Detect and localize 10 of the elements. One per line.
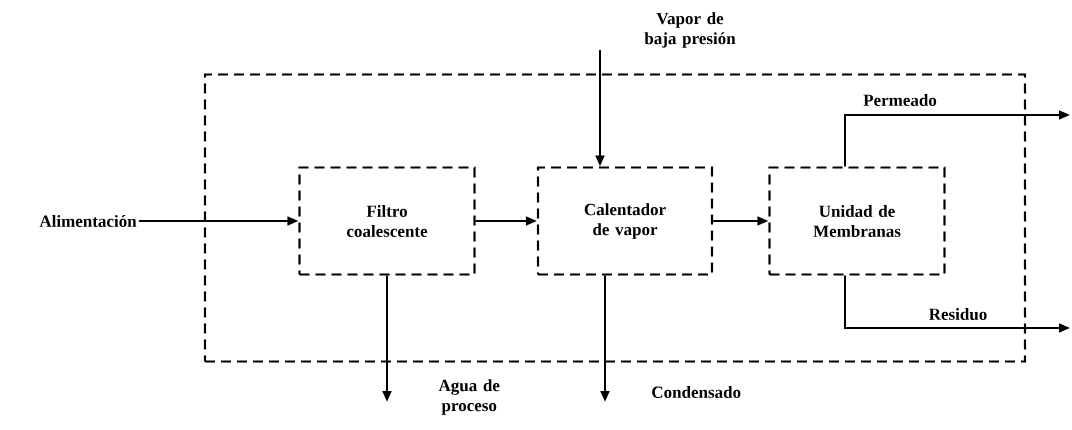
edge-label: Agua de proceso <box>438 379 500 415</box>
system-boundary-box <box>203 73 1027 363</box>
process-box: Filtro coalescente <box>298 166 476 276</box>
edge-label: Permeado <box>863 94 937 106</box>
process-box: Unidad de Membranas <box>768 166 946 276</box>
process-box: Calentador de vapor <box>536 166 714 276</box>
edge-label: Vapor de baja presión <box>644 12 736 48</box>
edge-label: Condensado <box>652 386 741 398</box>
stream-label: Alimentación <box>39 215 137 227</box>
edge-label: Residuo <box>929 308 987 320</box>
